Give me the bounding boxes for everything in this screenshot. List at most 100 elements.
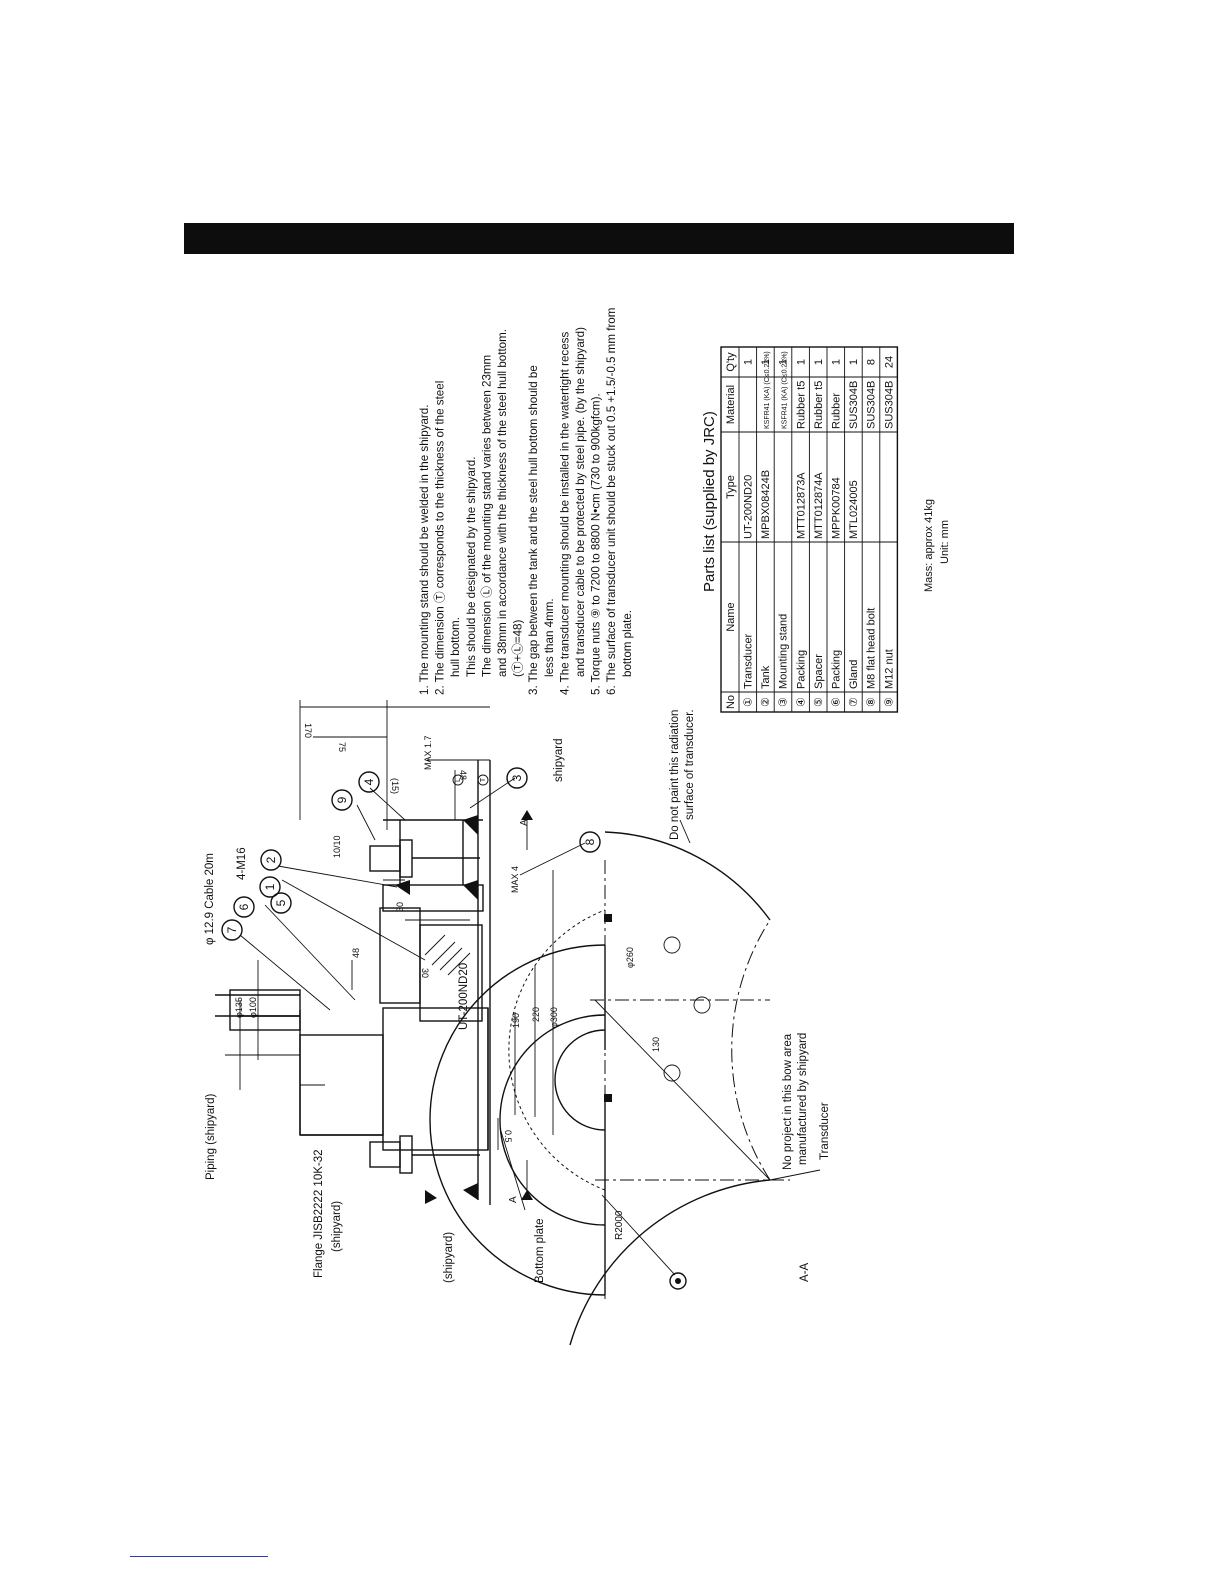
leader-lines: [225, 777, 821, 1211]
parts-cell: 1: [760, 359, 772, 365]
note-2-line-3: This should be designated by the shipyar…: [465, 457, 478, 677]
note-1-line-1: 1. The mounting stand should be welded i…: [418, 405, 431, 695]
max17-label: MAX 1.7: [423, 735, 433, 770]
parts-cell: SUS304B: [866, 381, 878, 429]
parts-cell: 1: [778, 359, 790, 365]
callout-1: 1: [263, 883, 277, 890]
note-4-line-2: and transducer cable to be protected by …: [574, 327, 587, 677]
parts-list-title: Parts list (supplied by JRC): [701, 411, 718, 592]
parts-cell: KSFR41 (KA) (C≤0.23%): [782, 351, 789, 429]
dim-15: (15): [390, 778, 400, 794]
callout-6: 6: [237, 903, 251, 910]
note-3-line-1: 3. The gap between the tank and the stee…: [527, 365, 540, 695]
parts-cell: 1: [743, 359, 755, 365]
parts-cell: ②: [760, 697, 772, 707]
parts-cell: Rubber t5: [813, 381, 825, 429]
note-5-line-1: 5. Torque nuts ⑨ to 7200 to 8800 N•cm (7…: [590, 393, 603, 695]
parts-cell: Rubber t5: [795, 381, 807, 429]
note-6-line-1: 6. The surface of transducer unit should…: [605, 308, 618, 695]
parts-cell: ⑨: [883, 697, 895, 707]
parts-cell: ⑤: [813, 697, 825, 707]
parts-cell: MPPK00784: [831, 477, 843, 539]
transducer-label: Transducer: [819, 1102, 831, 1160]
parts-table: NoNameTypeMaterialQ'ty①TransducerUT-200N…: [720, 346, 899, 713]
parts-header-cell: Name: [725, 602, 737, 631]
flange-label: Flange JISB2222 10K-32: [313, 1149, 325, 1278]
parts-cell: MTL024005: [848, 480, 860, 539]
parts-header-cell: Material: [725, 385, 737, 424]
dim-30-b: 30: [420, 968, 430, 978]
dim-135: φ135: [234, 997, 244, 1018]
callout-4: 4: [362, 778, 376, 785]
note-6-line-2: bottom plate.: [621, 610, 634, 677]
dim-300: φ300: [549, 1007, 559, 1028]
parts-cell: Spacer: [813, 654, 825, 689]
dim-170: 170: [303, 723, 313, 738]
dim-75: 75: [337, 742, 347, 752]
parts-cell: 1: [813, 359, 825, 365]
mass-label: Mass: approx 41kg: [923, 499, 935, 592]
weld-label: 10/10: [332, 835, 342, 858]
section-a-right: A: [519, 819, 530, 826]
parts-cell: 24: [883, 356, 895, 368]
parts-cell: M12 nut: [883, 649, 895, 689]
piping-label: Piping (shipyard): [205, 1094, 217, 1180]
flange-sub-label: (shipyard): [331, 1201, 343, 1252]
dim-T-mark: T: [480, 777, 487, 782]
shipyard-right-label: shipyard: [553, 739, 565, 782]
d260-label: φ260: [625, 947, 635, 968]
model-label: UT-200ND20: [458, 963, 470, 1030]
callout-3: 3: [510, 774, 524, 781]
note-2-line-2: hull bottom.: [449, 617, 462, 677]
note-3-line-2: less than 4mm.: [543, 598, 556, 677]
max4-label: MAX 4: [510, 866, 520, 893]
parts-cell: 1: [795, 359, 807, 365]
section-a-left: A: [508, 1196, 519, 1203]
parts-cell: Transducer: [743, 633, 755, 689]
d130-label: 130: [651, 1037, 661, 1052]
parts-cell: M8 flat head bolt: [866, 608, 878, 689]
note-2-line-1: 2. The dimension Ⓣ corresponds to the th…: [434, 381, 447, 695]
shipyard-left-label: (shipyard): [443, 1232, 455, 1283]
notes-block: 1. The mounting stand should be welded i…: [418, 308, 634, 695]
callout-7: 7: [225, 926, 239, 933]
parts-cell: SUS304B: [883, 381, 895, 429]
footer-link-rule: [130, 1556, 268, 1557]
parts-cell: Mounting stand: [778, 614, 790, 689]
unit-label: Unit: mm: [939, 520, 951, 564]
note-4-line-1: 4. The transducer mounting should be ins…: [558, 332, 571, 695]
r2000-label: R2000: [614, 1210, 625, 1240]
no-project-label-2: manufactured by shipyard: [797, 1033, 809, 1165]
parts-cell: SUS304B: [848, 381, 860, 429]
dim-30-a: 30: [395, 902, 405, 912]
parts-cell: ⑦: [848, 697, 860, 707]
parts-cell: 1: [831, 359, 843, 365]
drawing-labels: Piping (shipyard) Flange JISB2222 10K-32…: [204, 709, 831, 1283]
callout-2: 2: [264, 856, 278, 863]
parts-cell: 1: [848, 359, 860, 365]
parts-header-cell: Type: [725, 475, 737, 499]
cable-label: φ 12.9 Cable 20m: [204, 853, 216, 945]
parts-cell: ⑧: [866, 697, 878, 707]
callout-5: 5: [274, 899, 288, 906]
dim-L-mark: L: [455, 778, 462, 782]
parts-header-cell: No: [725, 695, 737, 709]
notes-text: 1. The mounting stand should be welded i…: [418, 308, 634, 695]
dim-05: 0.5: [503, 1130, 513, 1143]
callouts: 7 6 1 5 2 9 4 3 8: [221, 767, 601, 941]
plan-view: R2000 φ260 130: [429, 831, 790, 1346]
dim-220: 220: [531, 1007, 541, 1022]
parts-cell: ④: [795, 697, 807, 707]
header-bar: [184, 223, 1014, 254]
parts-cell: ①: [743, 697, 755, 707]
parts-cell: MPBX08424B: [760, 470, 772, 539]
dim-48-right: 48: [458, 770, 468, 780]
parts-cell: Gland: [848, 660, 860, 689]
bolt-spec-label: 4-M16: [236, 847, 248, 880]
parts-cell: ⑥: [831, 697, 843, 707]
note-2-line-6: (Ⓣ+Ⓛ=48): [512, 620, 525, 677]
parts-cell: Packing: [795, 650, 807, 689]
tank-body: A A: [215, 700, 554, 1205]
parts-cell: KSFR41 (KA) (C≤0.23%): [764, 351, 771, 429]
parts-cell: Rubber: [831, 393, 843, 429]
